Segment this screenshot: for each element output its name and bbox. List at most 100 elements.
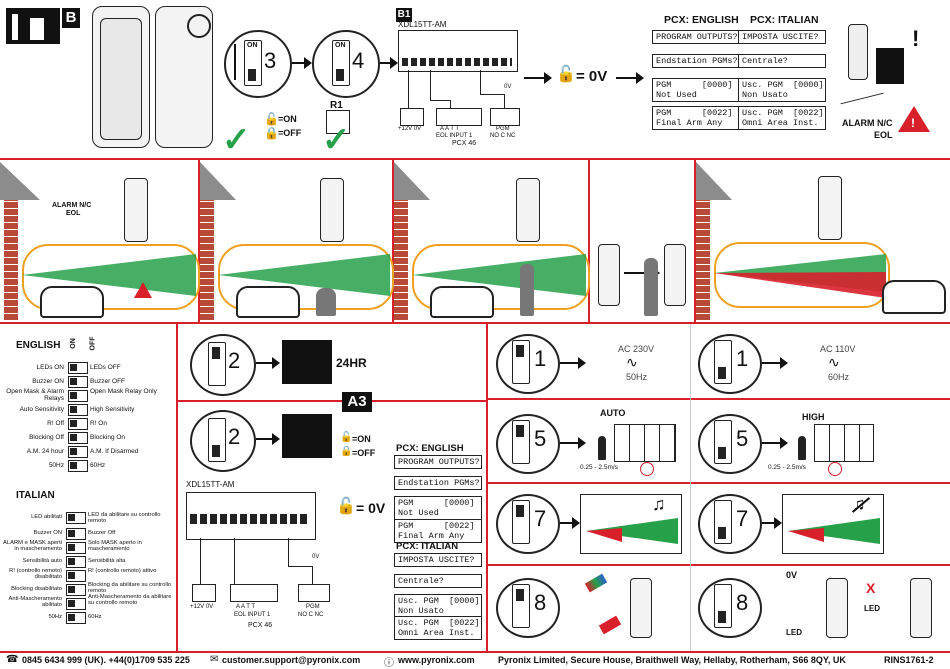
auto-grid <box>614 424 676 462</box>
step7a-dip <box>512 500 530 544</box>
a3-lcd-pgm-0022-line1: PGM [0022] <box>398 521 475 531</box>
phone-icon: ☎ <box>6 654 19 665</box>
step7a-beam <box>586 518 678 544</box>
warning-mark: ! <box>911 116 915 130</box>
a3-wire-3 <box>288 538 289 566</box>
step8b-dip <box>714 584 732 628</box>
a3-eol-input-label: EOL INPUT 1 <box>234 612 271 618</box>
dip-switch-3 <box>244 40 262 86</box>
scene-div-2 <box>392 160 394 322</box>
eng-row-5-switch <box>68 418 88 430</box>
wire-5 <box>480 70 481 94</box>
step8a-dial <box>496 578 560 638</box>
a3-terminal-screws <box>190 514 310 524</box>
eng-row-7-right: A.M. If Disarmed <box>90 448 139 455</box>
scene2-car <box>236 286 300 318</box>
ita-row-4-right: Sensibilità alta <box>88 558 126 564</box>
sprayer-icon-top <box>282 340 332 384</box>
lcd-centrale: Centrale? <box>738 54 826 68</box>
a3-wire-2 <box>234 538 235 584</box>
scene3-beam-fill <box>412 254 586 296</box>
eng-row-8-right: 60Hz <box>90 462 106 469</box>
a3-pcx-english-title: PCX: ENGLISH <box>396 443 464 454</box>
eol-top-label: EOL <box>874 130 893 140</box>
a3-lcd-imposta: IMPOSTA USCITE? <box>394 553 482 567</box>
step1b-dip <box>714 340 732 384</box>
a3-pcx-label: PCX 46 <box>248 622 273 629</box>
ita-row-5-left: R! (controllo remoto) disabilitato <box>9 568 62 580</box>
a3-wire-1 <box>200 538 201 584</box>
lcd-pgm-0022-line1: PGM [0022] <box>656 108 733 118</box>
wire-7 <box>504 94 505 108</box>
ita-row-1-right: LED da abilitare su controllo remoto <box>88 512 161 524</box>
step1b-dial <box>698 334 762 394</box>
ita-row-7-right: Anti-Mascheramento da abilitare su contr… <box>88 594 172 606</box>
roof-5 <box>696 162 732 200</box>
eng-row-8-switch <box>68 460 88 472</box>
a3-lcd-pgm-0022-line2: Final Arm Any <box>398 531 465 541</box>
resistor-r1-box <box>326 110 350 134</box>
step5a-number: 5 <box>534 426 547 451</box>
pgm-terminal <box>490 108 520 126</box>
sprayer-icon-bottom <box>282 414 332 458</box>
scene5-detector <box>818 176 842 240</box>
section-label-b1: B1 <box>396 8 412 22</box>
step4-dial <box>312 30 380 98</box>
scene1-beam <box>22 244 200 310</box>
lcd-pgm-0000-line2: Not Used <box>656 90 697 100</box>
a3-ov-label: 0V <box>312 554 320 560</box>
step3-dial <box>224 30 292 98</box>
a3-lcd-usc-0022: Usc. PGM [0022] Omni Area Inst. <box>394 616 482 640</box>
ac110-label: AC 110V <box>820 344 856 354</box>
wall-1 <box>4 200 18 320</box>
ac230-label: AC 230V <box>618 344 655 354</box>
scene1-eol: EOL <box>66 210 81 217</box>
sine-icon-2: ∿ <box>828 354 840 370</box>
ita-row-5-switch <box>66 570 86 582</box>
eng-row-5-right: R! On <box>90 420 107 427</box>
ita-row-5-right: R! (controllo remoto) attivo <box>88 568 157 574</box>
a3-psu-label: +12V 0V <box>190 604 214 610</box>
a3-step2-dial-top <box>190 334 256 396</box>
wire-4 <box>450 100 451 108</box>
a3-unlock-icon: 🔓 <box>340 432 353 443</box>
scene5-beam <box>714 242 890 308</box>
ita-row-4-switch <box>66 556 86 568</box>
eng-row-3-switch <box>68 390 88 402</box>
scene1-alarm: ALARM N/C <box>52 202 92 209</box>
eol-terminal <box>436 108 482 126</box>
col-div-left <box>176 324 178 651</box>
step8-led-1: LED <box>786 628 802 637</box>
step8-x: X <box>866 580 876 596</box>
ita-row-3-left: ALARM e MASK aperti in mascheramento <box>3 540 62 552</box>
step7b-scene <box>782 494 884 554</box>
lcd-pgm-0022-line2: Final Arm Any <box>656 118 723 128</box>
lcd-usc-0000-line2: Non Usato <box>742 90 788 100</box>
lcd-usc-0022-line2: Omni Area Inst. <box>742 118 819 128</box>
lcd-endstation: Endstation PGMs? <box>652 54 740 68</box>
high-alarm-icon <box>828 462 842 476</box>
a3-lcd-usc-0000-line1: Usc. PGM [0000] <box>398 596 480 606</box>
lcd-pgm-0000-line1: PGM [0000] <box>656 80 733 90</box>
step8a-dip <box>512 584 530 628</box>
roof-2 <box>200 162 236 200</box>
footer-address: Pyronix Limited, Secure House, Braithwel… <box>498 655 846 665</box>
footer-email[interactable]: customer.support@pyronix.com <box>222 655 361 665</box>
footer-web[interactable]: www.pyronix.com <box>398 655 475 665</box>
high-grid <box>814 424 874 462</box>
a3-step2-number-bottom: 2 <box>228 424 241 449</box>
scene3-car <box>430 286 494 318</box>
unlock-icon-top: 🔓 <box>556 66 576 83</box>
mount-icon-wall <box>12 14 18 40</box>
hr24-label: 24HR <box>336 356 367 370</box>
arrow-4-to-board <box>380 57 398 69</box>
pgm-label: PGM <box>496 126 510 132</box>
info-icon: ⓘ <box>384 658 394 669</box>
eng-row-6-right: Blocking On <box>90 434 126 441</box>
high-label: HIGH <box>802 412 825 422</box>
step8a-detector <box>630 578 652 638</box>
eng-row-2-switch <box>68 376 88 388</box>
sine-icon-1: ∿ <box>626 354 638 370</box>
auto-label: AUTO <box>600 408 626 418</box>
step3-arrow-down <box>234 44 236 80</box>
